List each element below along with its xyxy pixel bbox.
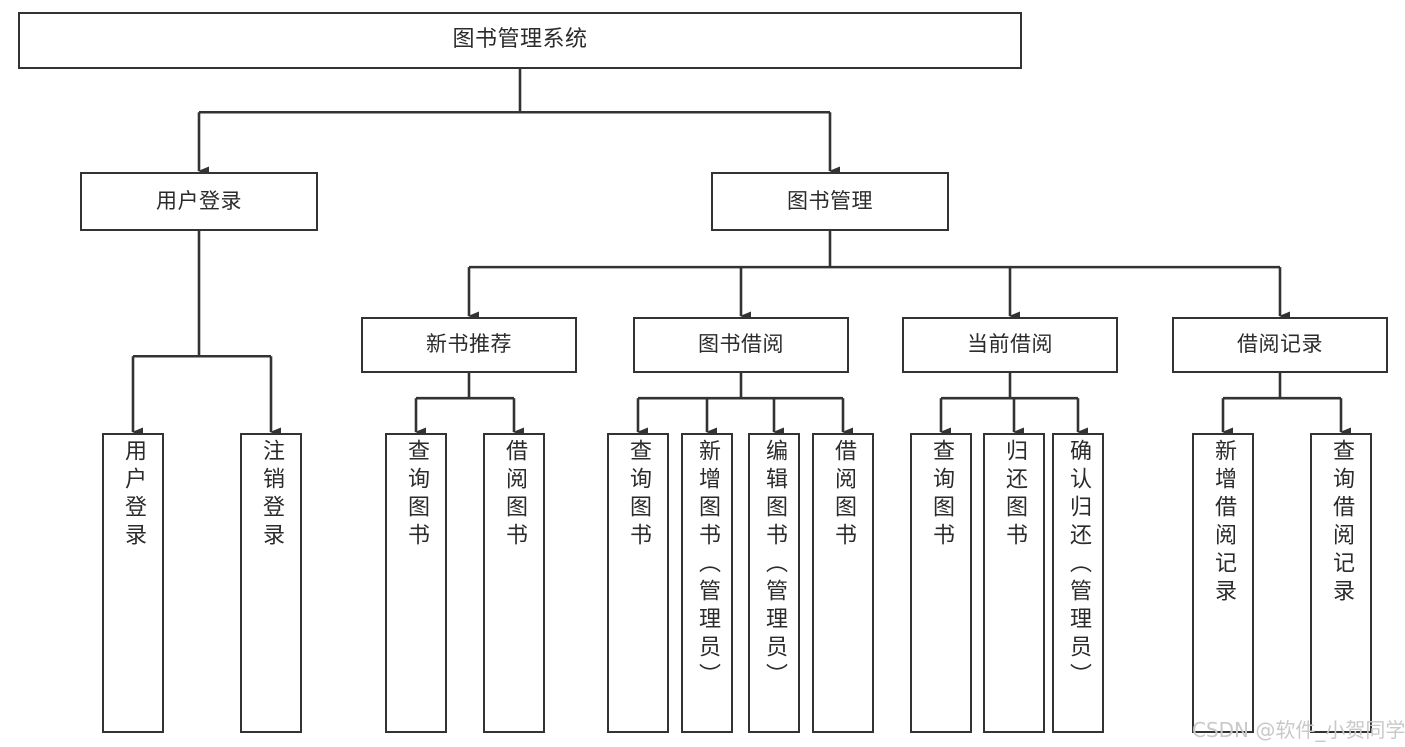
node-leaf-confirm-return-label: 确认归还（管理员） [1066,439,1091,691]
node-book-borrow-label: 图书借阅 [698,332,784,357]
node-leaf-query-books-b-label: 查询图书 [626,439,651,551]
node-leaf-borrow-books-b[interactable]: 借阅图书 [812,433,874,733]
node-borrow-record[interactable]: 借阅记录 [1172,317,1388,373]
node-book-borrow[interactable]: 图书借阅 [633,317,849,373]
node-book-manage[interactable]: 图书管理 [711,172,949,231]
node-leaf-user-login[interactable]: 用户登录 [102,433,164,733]
csdn-watermark: CSDN @软件_小贺同学 [1192,718,1405,742]
node-new-book-recommendation-label: 新书推荐 [426,332,512,357]
node-leaf-borrow-books-a[interactable]: 借阅图书 [483,433,545,733]
node-leaf-query-books-a[interactable]: 查询图书 [385,433,447,733]
node-root-label: 图书管理系统 [452,27,588,53]
node-leaf-logout-label: 注销登录 [259,439,284,551]
node-leaf-query-record-label: 查询借阅记录 [1329,439,1354,607]
node-leaf-query-books-a-label: 查询图书 [404,439,429,551]
node-leaf-add-book[interactable]: 新增图书（管理员） [681,433,733,733]
node-leaf-edit-book[interactable]: 编辑图书（管理员） [748,433,800,733]
node-user-login[interactable]: 用户登录 [80,172,318,231]
node-leaf-borrow-books-b-label: 借阅图书 [831,439,856,551]
node-leaf-query-books-c[interactable]: 查询图书 [910,433,972,733]
node-leaf-logout[interactable]: 注销登录 [240,433,302,733]
node-leaf-confirm-return[interactable]: 确认归还（管理员） [1052,433,1104,733]
node-user-login-label: 用户登录 [156,188,242,213]
node-borrow-record-label: 借阅记录 [1237,332,1323,357]
node-leaf-add-book-label: 新增图书（管理员） [695,439,720,691]
node-book-manage-label: 图书管理 [787,188,873,213]
node-leaf-query-books-c-label: 查询图书 [929,439,954,551]
node-root[interactable]: 图书管理系统 [18,12,1022,69]
node-leaf-edit-book-label: 编辑图书（管理员） [762,439,787,691]
node-new-book-recommendation[interactable]: 新书推荐 [361,317,577,373]
node-leaf-return-books-label: 归还图书 [1002,439,1027,551]
node-leaf-add-record-label: 新增借阅记录 [1211,439,1236,607]
node-leaf-user-login-label: 用户登录 [121,439,146,551]
node-leaf-query-record[interactable]: 查询借阅记录 [1310,433,1372,733]
node-current-borrow-label: 当前借阅 [967,332,1053,357]
node-leaf-return-books[interactable]: 归还图书 [983,433,1045,733]
node-current-borrow[interactable]: 当前借阅 [902,317,1118,373]
node-leaf-add-record[interactable]: 新增借阅记录 [1192,433,1254,733]
node-leaf-query-books-b[interactable]: 查询图书 [607,433,669,733]
node-leaf-borrow-books-a-label: 借阅图书 [502,439,527,551]
